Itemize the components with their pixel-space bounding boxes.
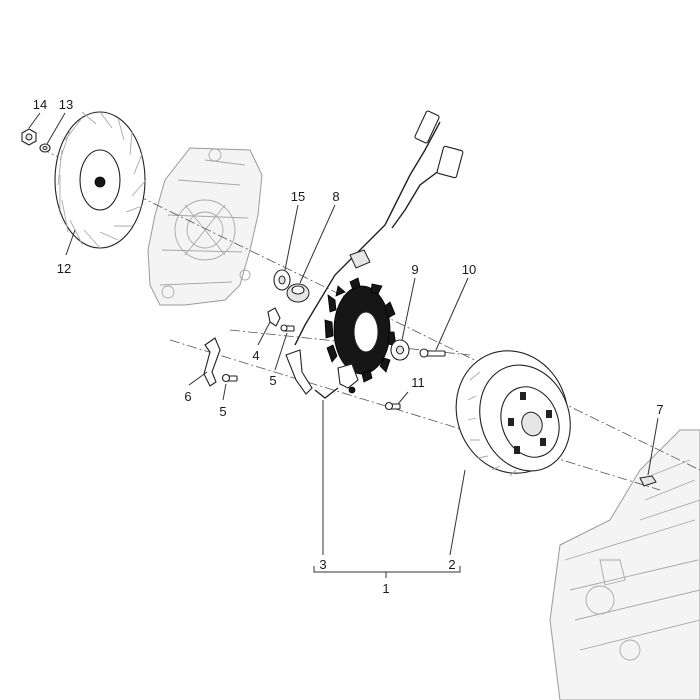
callout-7: 7 xyxy=(656,402,663,417)
callout-11: 11 xyxy=(411,375,425,390)
screw-icon-5b xyxy=(221,373,238,383)
callout-5-upper: 5 xyxy=(269,373,276,388)
callout-5-lower: 5 xyxy=(219,404,226,419)
stator-icon xyxy=(324,277,397,383)
flywheel-rotor-icon xyxy=(455,350,571,477)
grommet-icon xyxy=(286,283,310,303)
callout-labels: 14 13 12 15 8 9 10 4 5 6 5 11 7 3 2 1 xyxy=(33,97,664,596)
callout-6: 6 xyxy=(184,389,191,404)
screw-icon-11 xyxy=(384,401,401,411)
engine-block-ghost xyxy=(549,429,700,700)
bolt-icon xyxy=(419,348,446,358)
callout-12: 12 xyxy=(57,261,71,276)
nut-icon xyxy=(21,128,37,146)
callout-13: 13 xyxy=(59,97,73,112)
crankcase-ghost xyxy=(147,147,263,306)
screw-icon-4 xyxy=(280,324,295,332)
key-icon xyxy=(639,475,657,487)
washer-icon-9 xyxy=(390,339,410,361)
cooling-fan-icon xyxy=(54,111,147,249)
leader-lines xyxy=(28,112,659,578)
washer-icon xyxy=(39,143,51,153)
callout-14: 14 xyxy=(33,97,47,112)
callout-3: 3 xyxy=(319,557,326,572)
stator-wiring-icon xyxy=(285,110,464,399)
callout-9: 9 xyxy=(411,262,418,277)
bracket-icon xyxy=(203,337,221,387)
callout-4: 4 xyxy=(252,348,259,363)
callout-10: 10 xyxy=(462,262,476,277)
clip-icon xyxy=(267,307,281,327)
callout-2: 2 xyxy=(448,557,455,572)
callout-15: 15 xyxy=(291,189,305,204)
callout-1: 1 xyxy=(382,581,389,596)
spacer-ring-icon xyxy=(273,269,291,291)
callout-8: 8 xyxy=(332,189,339,204)
